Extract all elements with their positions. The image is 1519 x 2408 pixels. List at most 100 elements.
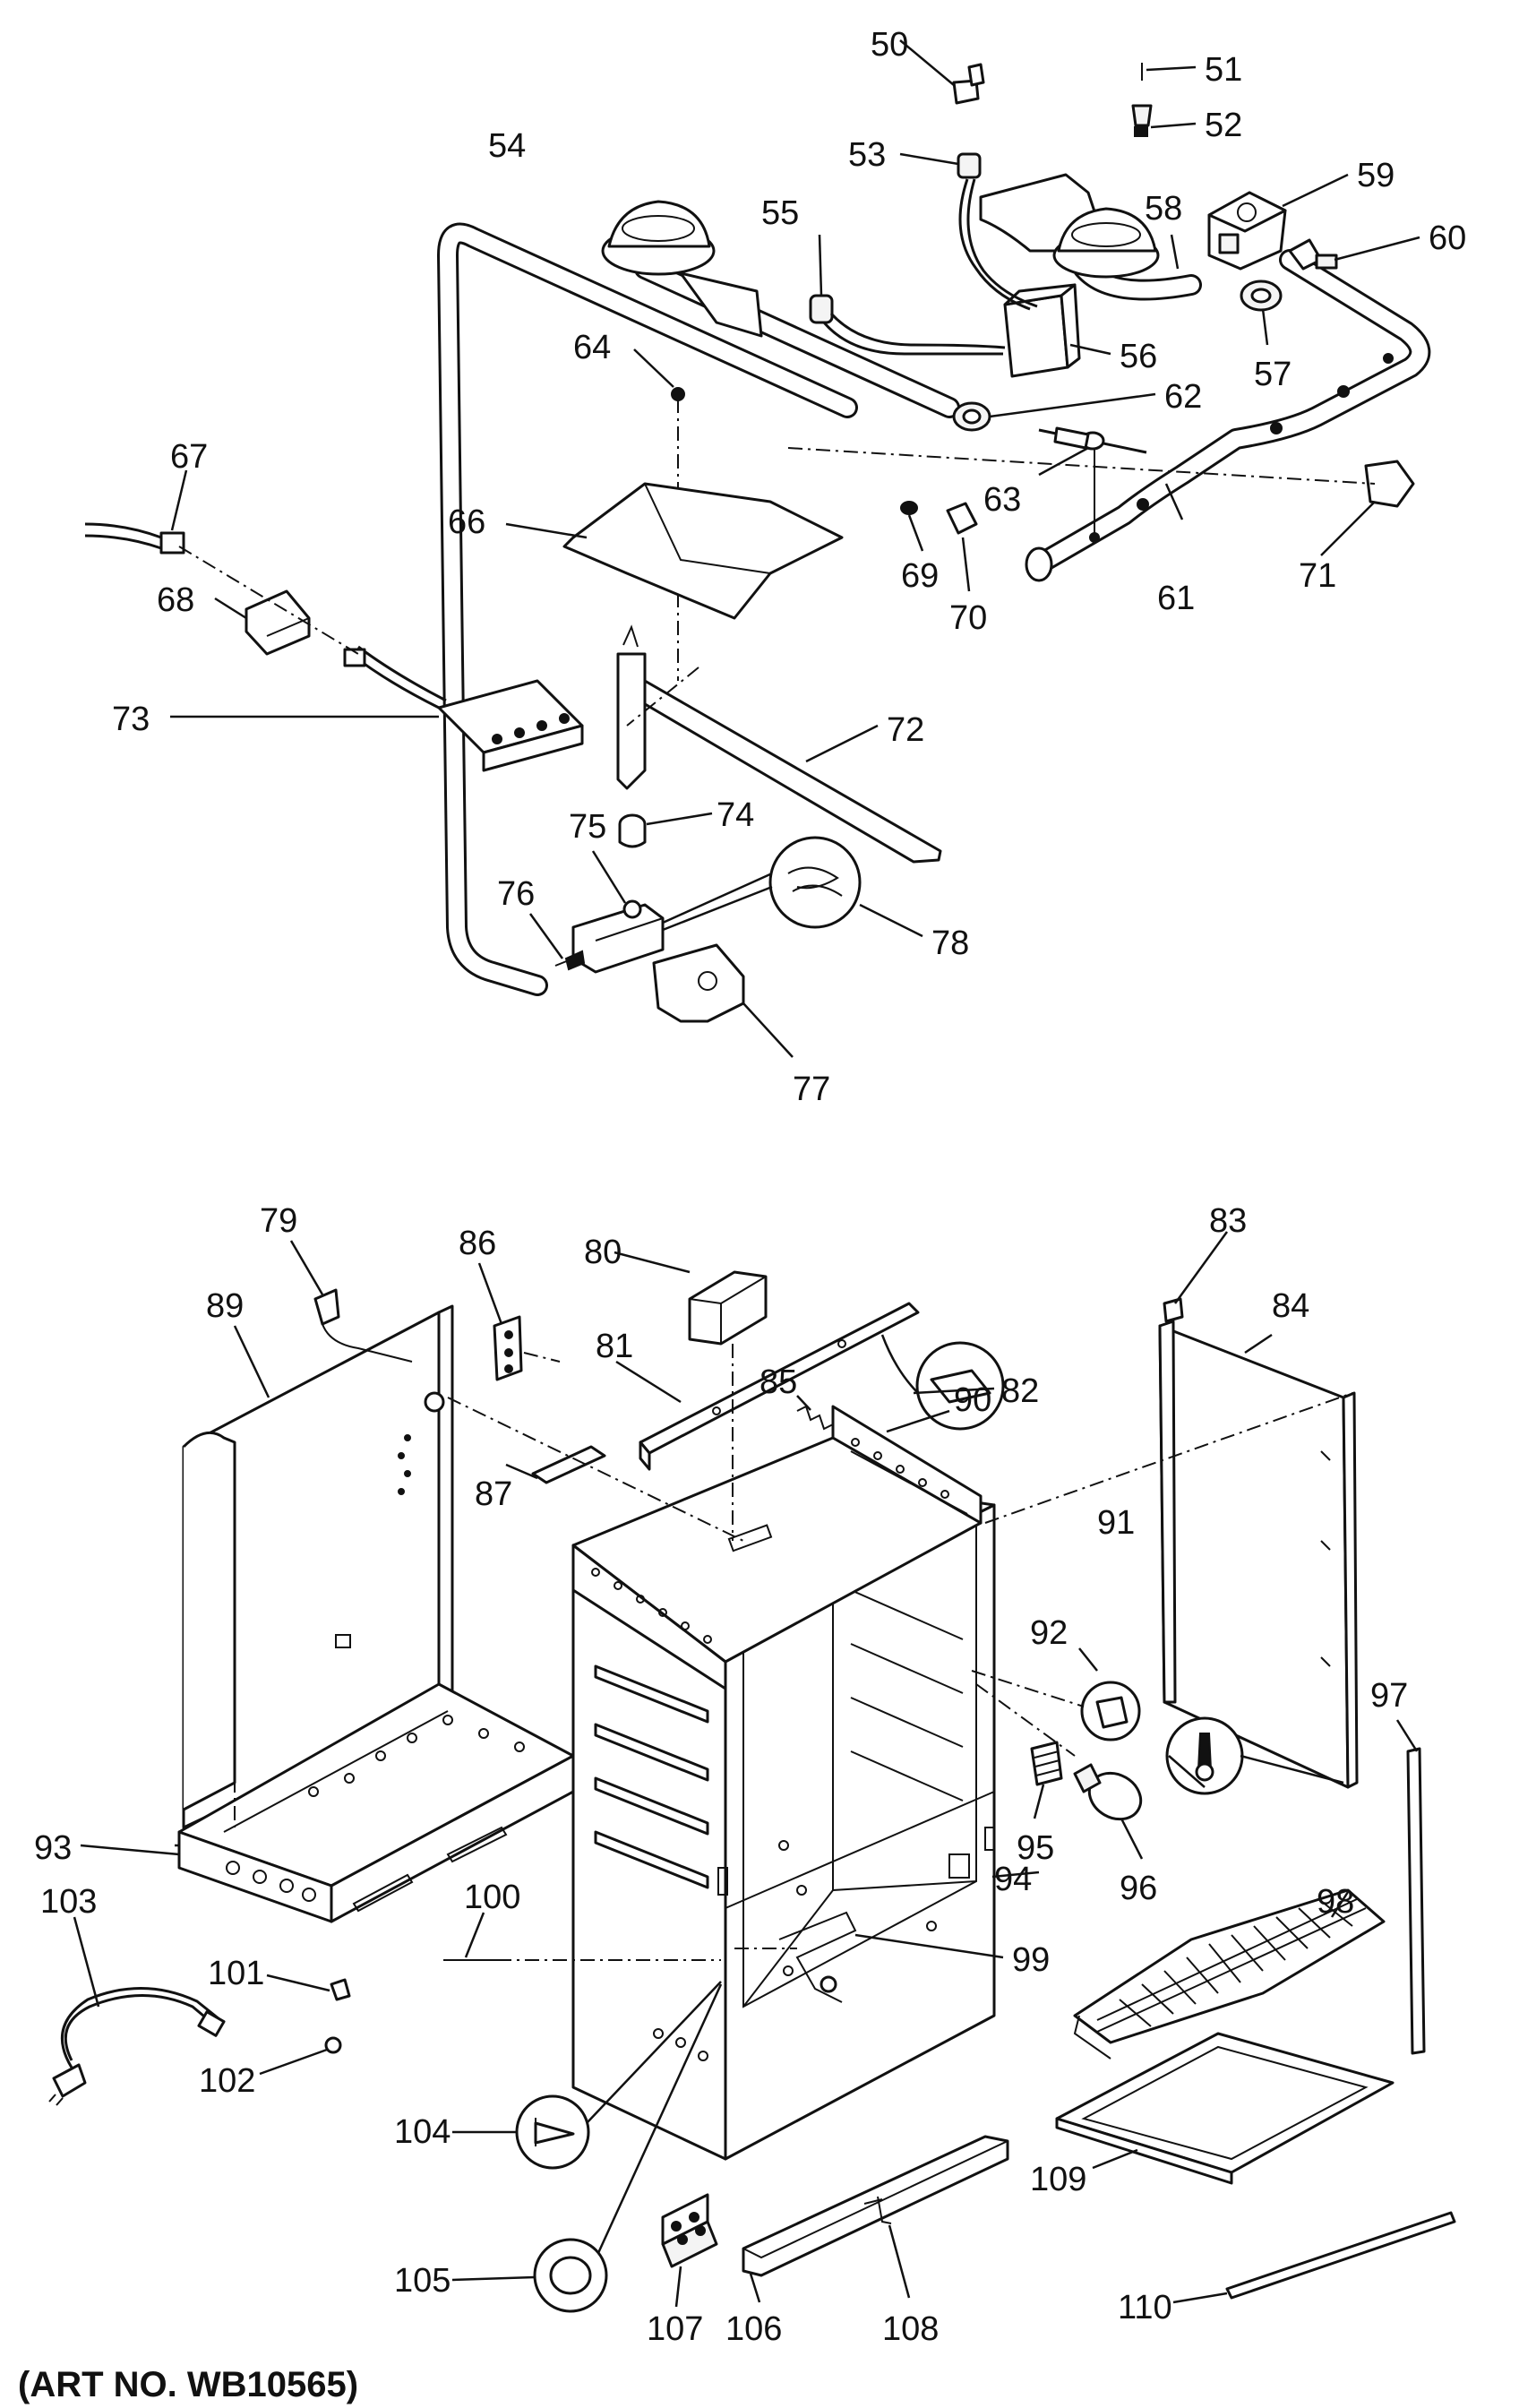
label-100: 100 (464, 1879, 520, 1916)
part-92-socket (971, 1670, 1141, 1742)
label-50: 50 (871, 26, 908, 64)
part-50-clip (952, 63, 985, 105)
label-93: 93 (34, 1829, 72, 1867)
label-53: 53 (848, 136, 886, 174)
part-105-knob-detail (533, 1983, 723, 2313)
label-104: 104 (394, 2113, 451, 2151)
label-51: 51 (1205, 51, 1242, 89)
part-108-clip (877, 2196, 892, 2224)
part-70-fitting (946, 502, 978, 535)
label-71: 71 (1299, 557, 1336, 595)
part-87-gasket (531, 1445, 606, 1484)
label-55: 55 (761, 194, 799, 232)
part-64-screw (671, 387, 685, 401)
part-68-block (245, 589, 311, 656)
label-68: 68 (157, 581, 194, 619)
label-85: 85 (760, 1363, 797, 1401)
part-72-pipe (634, 679, 942, 864)
part-110-strip (1225, 2211, 1456, 2300)
part-79-clip (313, 1288, 413, 1363)
part-93-bottom-tray (177, 1682, 575, 1923)
part-96-bulb (1073, 1763, 1143, 1821)
part-91-screw-detail (1165, 1716, 1344, 1795)
label-73: 73 (112, 701, 150, 738)
part-90-top-panel (571, 1405, 983, 1690)
part-60-fitting (1288, 238, 1338, 271)
label-99: 99 (1012, 1941, 1050, 1979)
part-71-bracket (1364, 460, 1415, 508)
label-66: 66 (448, 503, 485, 541)
part-78-detail (662, 836, 862, 932)
part-76-screw (554, 950, 586, 971)
part-67-plug (84, 522, 185, 555)
part-109-broiler-pan (1055, 2032, 1395, 2185)
part-74-nut (618, 813, 647, 848)
label-102: 102 (199, 2062, 255, 2100)
part-104-screw-detail (515, 1981, 722, 2170)
label-63: 63 (983, 481, 1021, 519)
part-81-bar (639, 1302, 920, 1471)
label-59: 59 (1357, 157, 1395, 194)
part-85-spring (796, 1405, 834, 1431)
label-78: 78 (931, 924, 969, 962)
label-80: 80 (584, 1234, 622, 1271)
part-89-side-panel (182, 1304, 454, 1829)
label-95: 95 (1017, 1829, 1054, 1867)
part-52-electrode-tip (1131, 104, 1153, 137)
part-80-bracket (688, 1270, 768, 1541)
label-74: 74 (717, 796, 754, 834)
label-52: 52 (1205, 107, 1242, 144)
label-79: 79 (260, 1202, 297, 1240)
part-98-oven-rack (1073, 1888, 1386, 2060)
label-64: 64 (573, 329, 611, 366)
label-106: 106 (725, 2310, 782, 2348)
label-62: 62 (1164, 378, 1202, 416)
label-54: 54 (488, 127, 526, 165)
label-75: 75 (569, 808, 606, 846)
part-107-vent (661, 2193, 718, 2268)
part-97-gasket (1406, 1747, 1426, 2055)
label-110: 110 (1118, 2289, 1172, 2326)
label-89: 89 (206, 1287, 244, 1325)
part-83-clip (1163, 1297, 1184, 1323)
part-82-detail (880, 1334, 1005, 1431)
label-81: 81 (596, 1328, 633, 1365)
part-84-side-panel (1158, 1320, 1359, 1789)
label-91: 91 (1097, 1504, 1135, 1542)
part-106-kick-panel (742, 2135, 1009, 2277)
part-86-bracket (493, 1315, 561, 1381)
label-84: 84 (1272, 1287, 1309, 1325)
part-number-labels: 50 51 52 53 54 55 56 57 58 59 60 61 62 6… (34, 26, 1466, 2348)
burner-left (601, 200, 763, 338)
burner-right (1052, 207, 1160, 279)
label-87: 87 (475, 1475, 512, 1513)
part-69-nut (900, 501, 918, 515)
label-60: 60 (1429, 219, 1466, 257)
label-77: 77 (793, 1071, 830, 1108)
label-69: 69 (901, 557, 939, 595)
label-103: 103 (40, 1883, 97, 1921)
art-number-caption: (ART NO. WB10565) (18, 2365, 358, 2404)
part-99-bracket (734, 1911, 857, 2003)
label-61: 61 (1157, 580, 1195, 617)
part-62-orifice (952, 401, 991, 432)
label-108: 108 (882, 2310, 939, 2348)
label-90: 90 (954, 1381, 991, 1419)
label-70: 70 (949, 599, 987, 637)
part-75-regulator (571, 899, 665, 974)
upper-gas-assembly (84, 39, 1431, 1058)
part-53-electrode (957, 152, 1038, 311)
label-97: 97 (1370, 1677, 1408, 1715)
label-107: 107 (647, 2310, 703, 2348)
label-96: 96 (1120, 1870, 1157, 1907)
part-103-power-cord (48, 1987, 226, 2106)
part-59-valve (1207, 191, 1287, 271)
label-98: 98 (1317, 1883, 1354, 1921)
label-101: 101 (208, 1955, 264, 1992)
label-57: 57 (1254, 356, 1292, 393)
part-66-shield (562, 482, 844, 620)
part-57-fitting (1240, 280, 1283, 312)
label-94: 94 (994, 1861, 1032, 1898)
label-109: 109 (1030, 2161, 1086, 2198)
